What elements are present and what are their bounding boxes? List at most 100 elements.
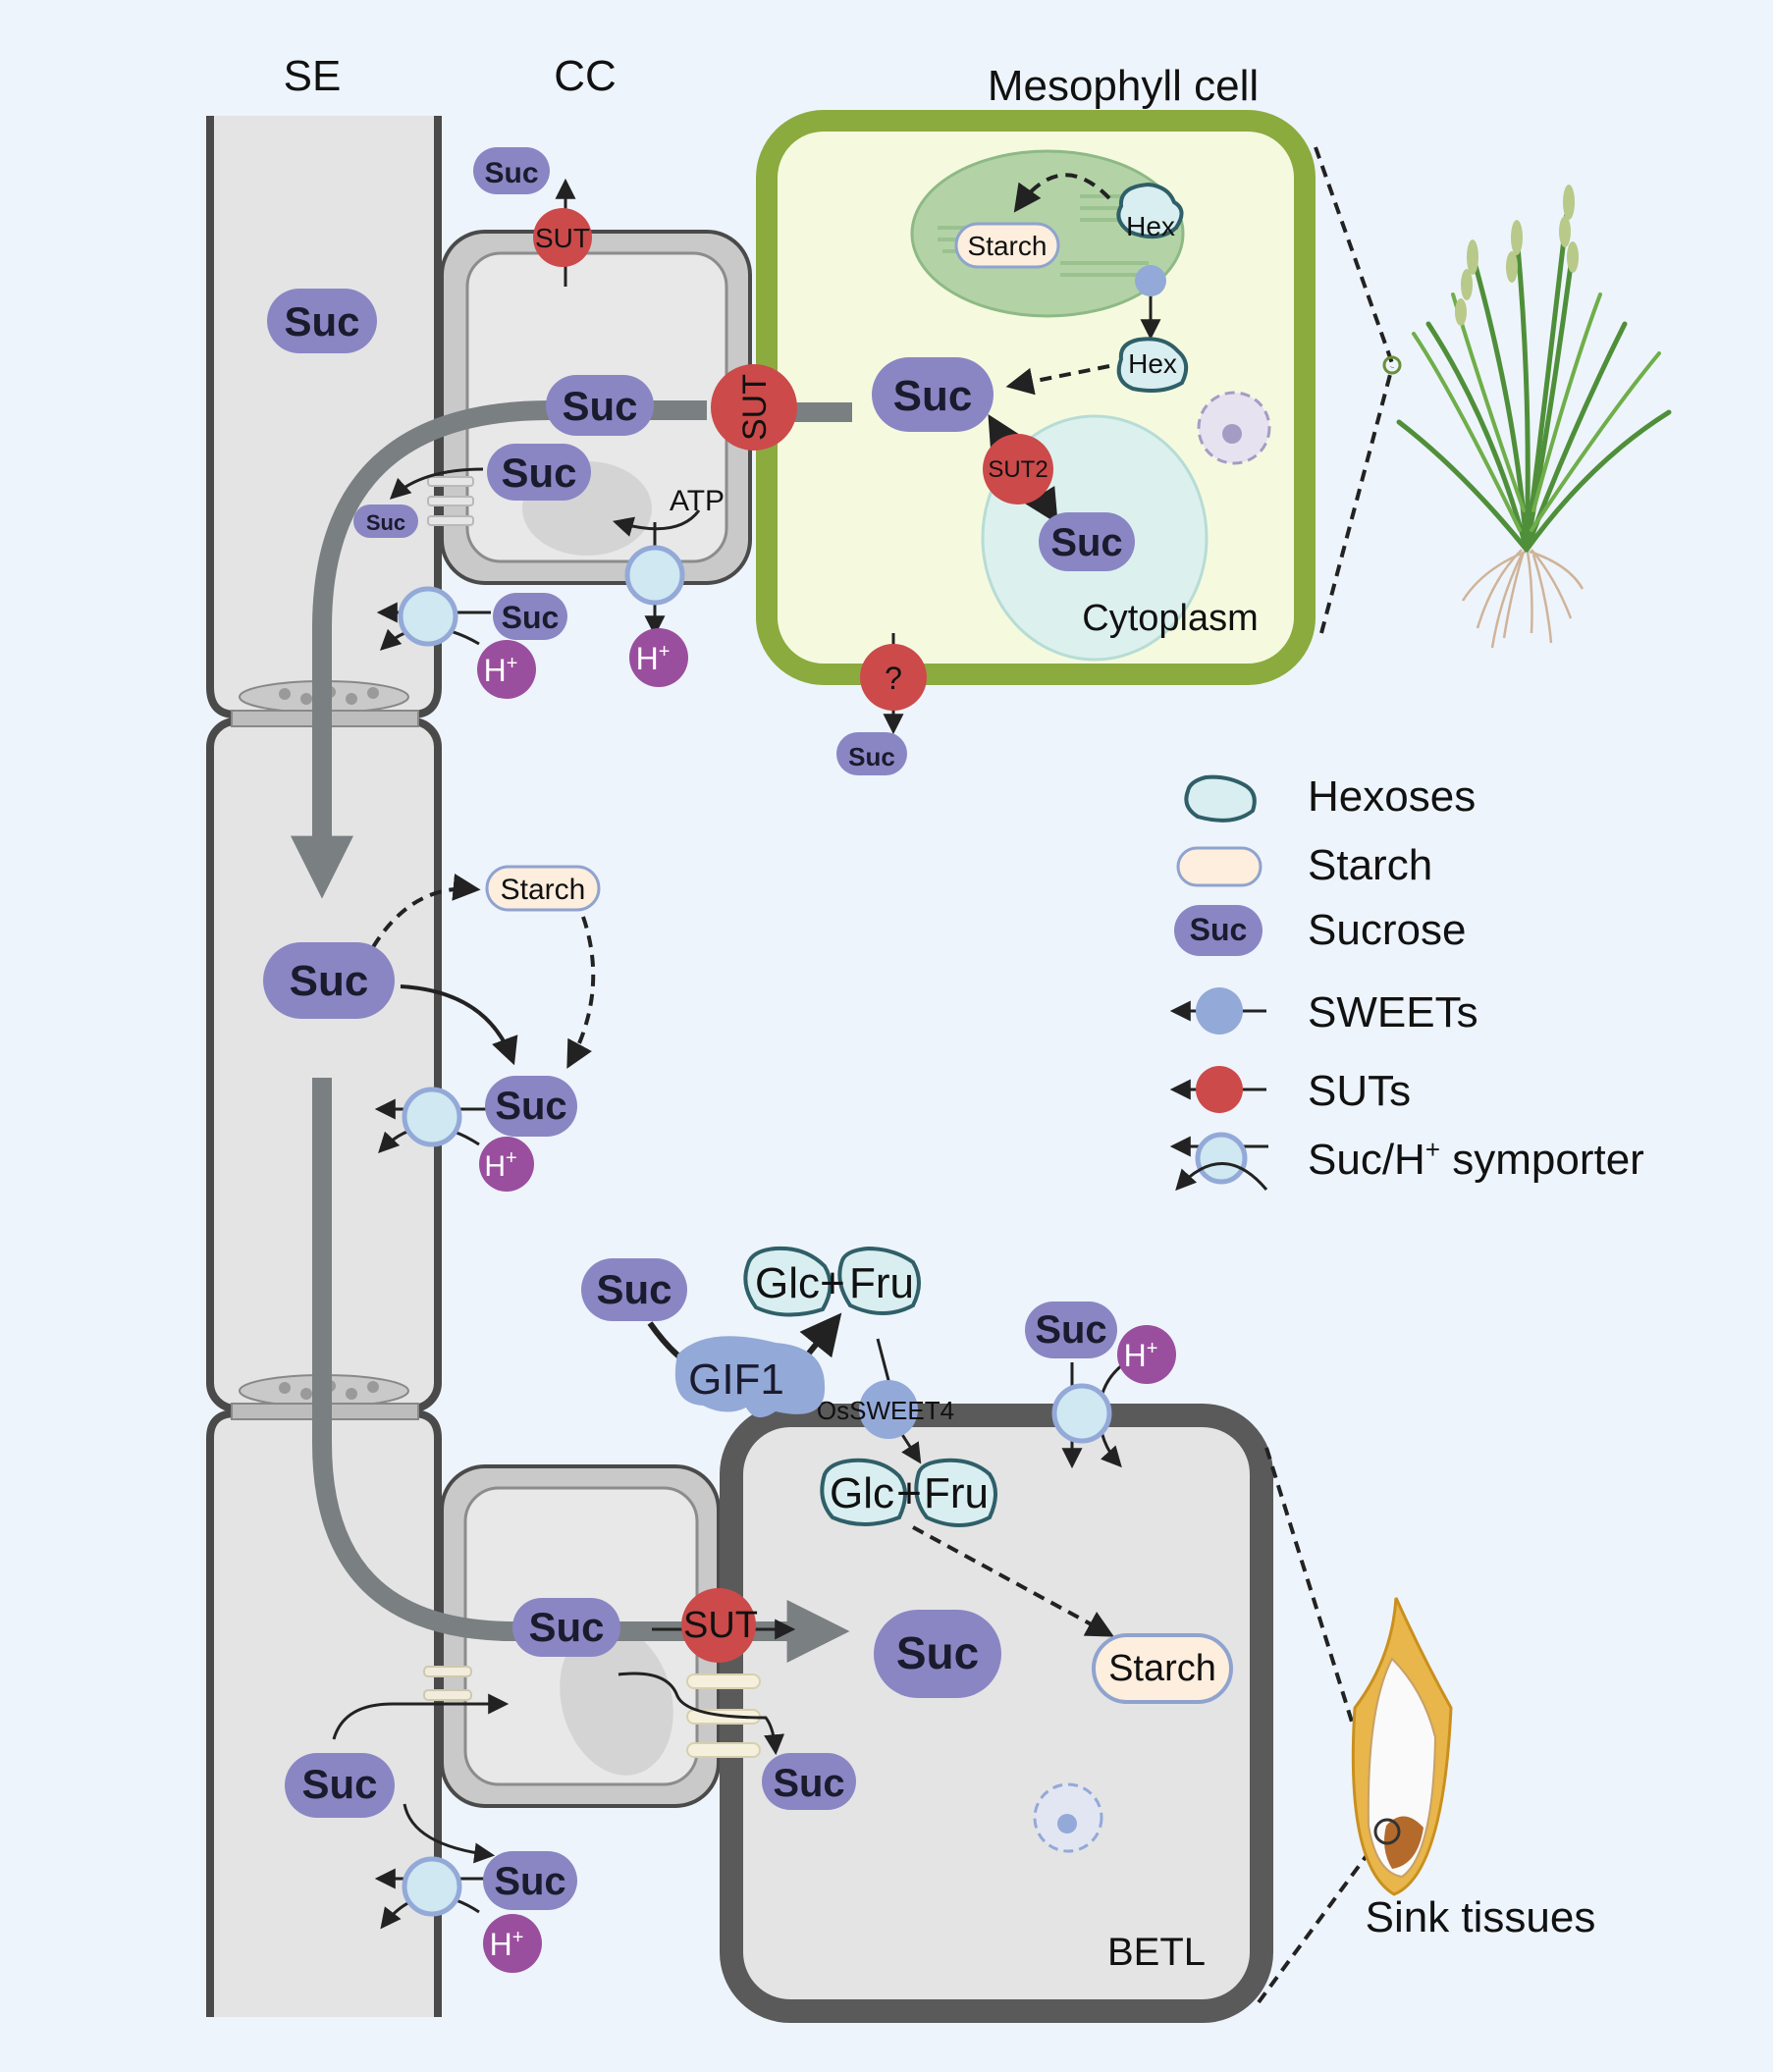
svg-text:Fru: Fru: [849, 1259, 914, 1307]
unknown-transporter: ?: [860, 644, 927, 711]
suc-pill: Suc: [836, 732, 907, 775]
svg-text:SUTs: SUTs: [1308, 1067, 1411, 1115]
svg-text:Starch: Starch: [1308, 841, 1432, 889]
svg-text:Suc: Suc: [1050, 521, 1122, 564]
sut2-transporter: SUT2: [983, 434, 1053, 505]
suc-pill: Suc: [581, 1258, 687, 1321]
svg-text:Starch: Starch: [968, 231, 1048, 261]
svg-text:Suc: Suc: [284, 298, 359, 345]
svg-text:Suc/H+ symporter: Suc/H+ symporter: [1308, 1135, 1644, 1184]
gif1-enzyme: GIF1: [674, 1336, 826, 1418]
proton: H+: [629, 628, 688, 687]
svg-text:Hex: Hex: [1128, 348, 1177, 379]
betl-label: BETL: [1107, 1931, 1206, 1974]
symporter-bottom-se: [402, 1856, 462, 1917]
svg-text:H+: H+: [636, 641, 671, 676]
symporter-top-se: [398, 586, 458, 647]
suc-pill: Suc: [546, 375, 654, 436]
cytoplasm-label: Cytoplasm: [1082, 598, 1259, 639]
legend: Hexoses Starch Suc Sucrose SWEETs SUTs S…: [1169, 772, 1644, 1192]
hex-chloroplast: Hex: [1116, 182, 1184, 241]
starch-chloroplast: Starch: [954, 222, 1060, 269]
proton: H+: [1117, 1325, 1176, 1384]
suc-pill: Suc: [483, 1851, 577, 1910]
svg-text:Suc: Suc: [366, 510, 405, 535]
rice-grain-illustration: [1351, 1597, 1453, 1896]
suc-pill: Suc: [353, 505, 418, 538]
sut-top-export: SUT: [533, 208, 592, 267]
mesophyll-cell-label: Mesophyll cell: [988, 62, 1259, 110]
svg-text:Suc: Suc: [528, 1604, 604, 1650]
symporter-middle-se: [402, 1087, 462, 1147]
svg-text:Fru: Fru: [924, 1469, 989, 1517]
rice-plant-illustration: [1396, 185, 1672, 649]
sut-bottom-label: SUT: [683, 1605, 758, 1646]
suc-pill: Suc: [473, 147, 550, 194]
atp-label: ATP: [670, 485, 725, 517]
sut2-label: SUT2: [988, 456, 1048, 483]
hex-cytosol: Hex: [1116, 337, 1189, 393]
legend-sweets: SWEETs: [1169, 987, 1478, 1036]
ossweet4-transporter: [859, 1380, 918, 1439]
suc-pill: Suc: [493, 593, 567, 640]
svg-text:Suc: Suc: [896, 1627, 979, 1678]
unknown-transporter-label: ?: [885, 661, 902, 696]
svg-text:H+: H+: [484, 1147, 516, 1183]
svg-text:Starch: Starch: [1108, 1648, 1216, 1689]
svg-text:Hexoses: Hexoses: [1308, 772, 1476, 821]
svg-text:+: +: [896, 1469, 922, 1517]
svg-text:Suc: Suc: [501, 450, 576, 496]
svg-text:Suc: Suc: [562, 383, 637, 429]
sieve-element-column: [206, 116, 442, 2017]
svg-text:Suc: Suc: [773, 1762, 844, 1805]
svg-text:Suc: Suc: [848, 742, 895, 771]
svg-text:Suc: Suc: [1035, 1308, 1106, 1352]
cc-label: CC: [554, 52, 617, 100]
legend-hexoses: Hexoses: [1184, 772, 1476, 823]
svg-text:Suc: Suc: [494, 1860, 565, 1903]
proton: H+: [477, 640, 536, 699]
plasmodesmata-se-cc-bottom: [423, 1666, 472, 1701]
suc-pill: Suc: [762, 1753, 856, 1810]
suc-pill: Suc: [872, 357, 994, 432]
svg-text:Suc: Suc: [502, 600, 560, 635]
svg-text:H+: H+: [490, 1927, 524, 1962]
legend-sucrose: Suc Sucrose: [1174, 905, 1466, 956]
suc-pill: Suc: [487, 444, 591, 501]
svg-text:Suc: Suc: [301, 1761, 377, 1807]
suc-pill: Suc: [267, 289, 377, 353]
svg-text:Suc: Suc: [484, 157, 538, 189]
legend-symporter: Suc/H+ symporter: [1169, 1132, 1644, 1192]
svg-text:Hex: Hex: [1126, 211, 1175, 241]
svg-text:SWEETs: SWEETs: [1308, 988, 1478, 1036]
glc-fru-betl: Glc + Fru: [820, 1458, 997, 1527]
svg-text:Starch: Starch: [501, 874, 586, 906]
svg-text:Suc: Suc: [596, 1266, 672, 1312]
plasmodesmata-se-cc-top: [427, 476, 474, 526]
sut-mesophyll-cc: SUT: [711, 364, 797, 451]
se-label: SE: [284, 52, 342, 100]
suc-pill: Suc: [263, 942, 395, 1019]
ossweet4-label: OsSWEET4: [817, 1396, 954, 1425]
suc-pill: Suc: [485, 1076, 577, 1137]
legend-suts: SUTs: [1169, 1066, 1411, 1115]
svg-text:Suc: Suc: [290, 957, 369, 1005]
starch-betl: Starch: [1092, 1633, 1233, 1704]
starch-se: Starch: [485, 865, 601, 912]
betl-cell: [720, 1404, 1273, 2023]
suc-pill: Suc: [1025, 1302, 1117, 1358]
symporter-betl: [1051, 1383, 1112, 1444]
suc-pill: Suc: [285, 1753, 395, 1818]
sut-rotated-label: SUT: [736, 374, 774, 441]
sweet-transporter-chloroplast: [1135, 265, 1166, 296]
glc-fru-apoplast: Glc + Fru: [743, 1246, 921, 1317]
svg-text:Suc: Suc: [1190, 912, 1248, 947]
legend-starch: Starch: [1176, 841, 1432, 889]
sink-tissues-label: Sink tissues: [1366, 1893, 1596, 1941]
sut-bottom: SUT: [681, 1588, 758, 1663]
svg-text:H+: H+: [1124, 1338, 1158, 1373]
suc-pill: Suc: [874, 1610, 1001, 1698]
phloem-flow-arrows: [290, 400, 852, 1664]
suc-pill: Suc: [512, 1598, 620, 1657]
